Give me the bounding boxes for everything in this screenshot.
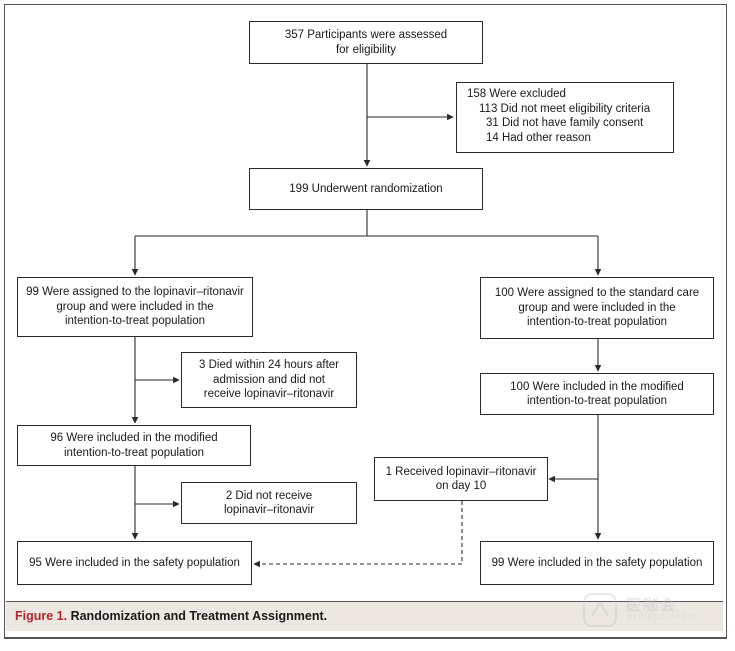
bottom-rule [4, 638, 727, 639]
figure-frame [4, 4, 727, 638]
box-sc-mitt: 100 Were included in the modified intent… [480, 373, 714, 415]
box-sc-safety: 99 Were included in the safety populatio… [480, 541, 714, 585]
box-lpv-safety: 95 Were included in the safety populatio… [17, 541, 252, 585]
excluded-title: 158 Were excluded [467, 88, 566, 100]
box-sc-received-lpv: 1 Received lopinavir–ritonavir on day 10 [374, 457, 548, 501]
box-lpv-not-received: 2 Did not receive lopinavir–ritonavir [181, 482, 357, 524]
watermark-subtext: MEDIECO GROUP [626, 614, 700, 621]
excluded-reason: 113 Did not meet eligibility criteria [479, 102, 651, 115]
excluded-reason: 14 Had other reason [486, 131, 591, 144]
box-lpv-died: 3 Died within 24 hours after admission a… [181, 352, 357, 408]
box-assessed: 357 Participants were assessed for eligi… [249, 21, 483, 64]
watermark-text: 医咖会 [626, 597, 678, 614]
connector-crossover-dashed [253, 501, 463, 568]
box-sc-assigned: 100 Were assigned to the standard care g… [480, 277, 714, 339]
figure-title: Randomization and Treatment Assignment. [70, 609, 328, 623]
watermark-logo-icon [583, 593, 617, 627]
figure-label: Figure 1. [15, 609, 68, 623]
box-lpv-mitt: 96 Were included in the modified intenti… [17, 425, 251, 466]
box-lpv-assigned: 99 Were assigned to the lopinavir–ritona… [17, 277, 253, 337]
box-randomized: 199 Underwent randomization [249, 168, 483, 210]
excluded-reason: 31 Did not have family consent [486, 117, 644, 129]
figure-caption: Figure 1. Randomization and Treatment As… [6, 601, 723, 631]
box-excluded: 158 Were excluded 113 Did not meet eligi… [456, 82, 674, 153]
watermark: 医咖会 MEDIECO GROUP [578, 590, 718, 630]
